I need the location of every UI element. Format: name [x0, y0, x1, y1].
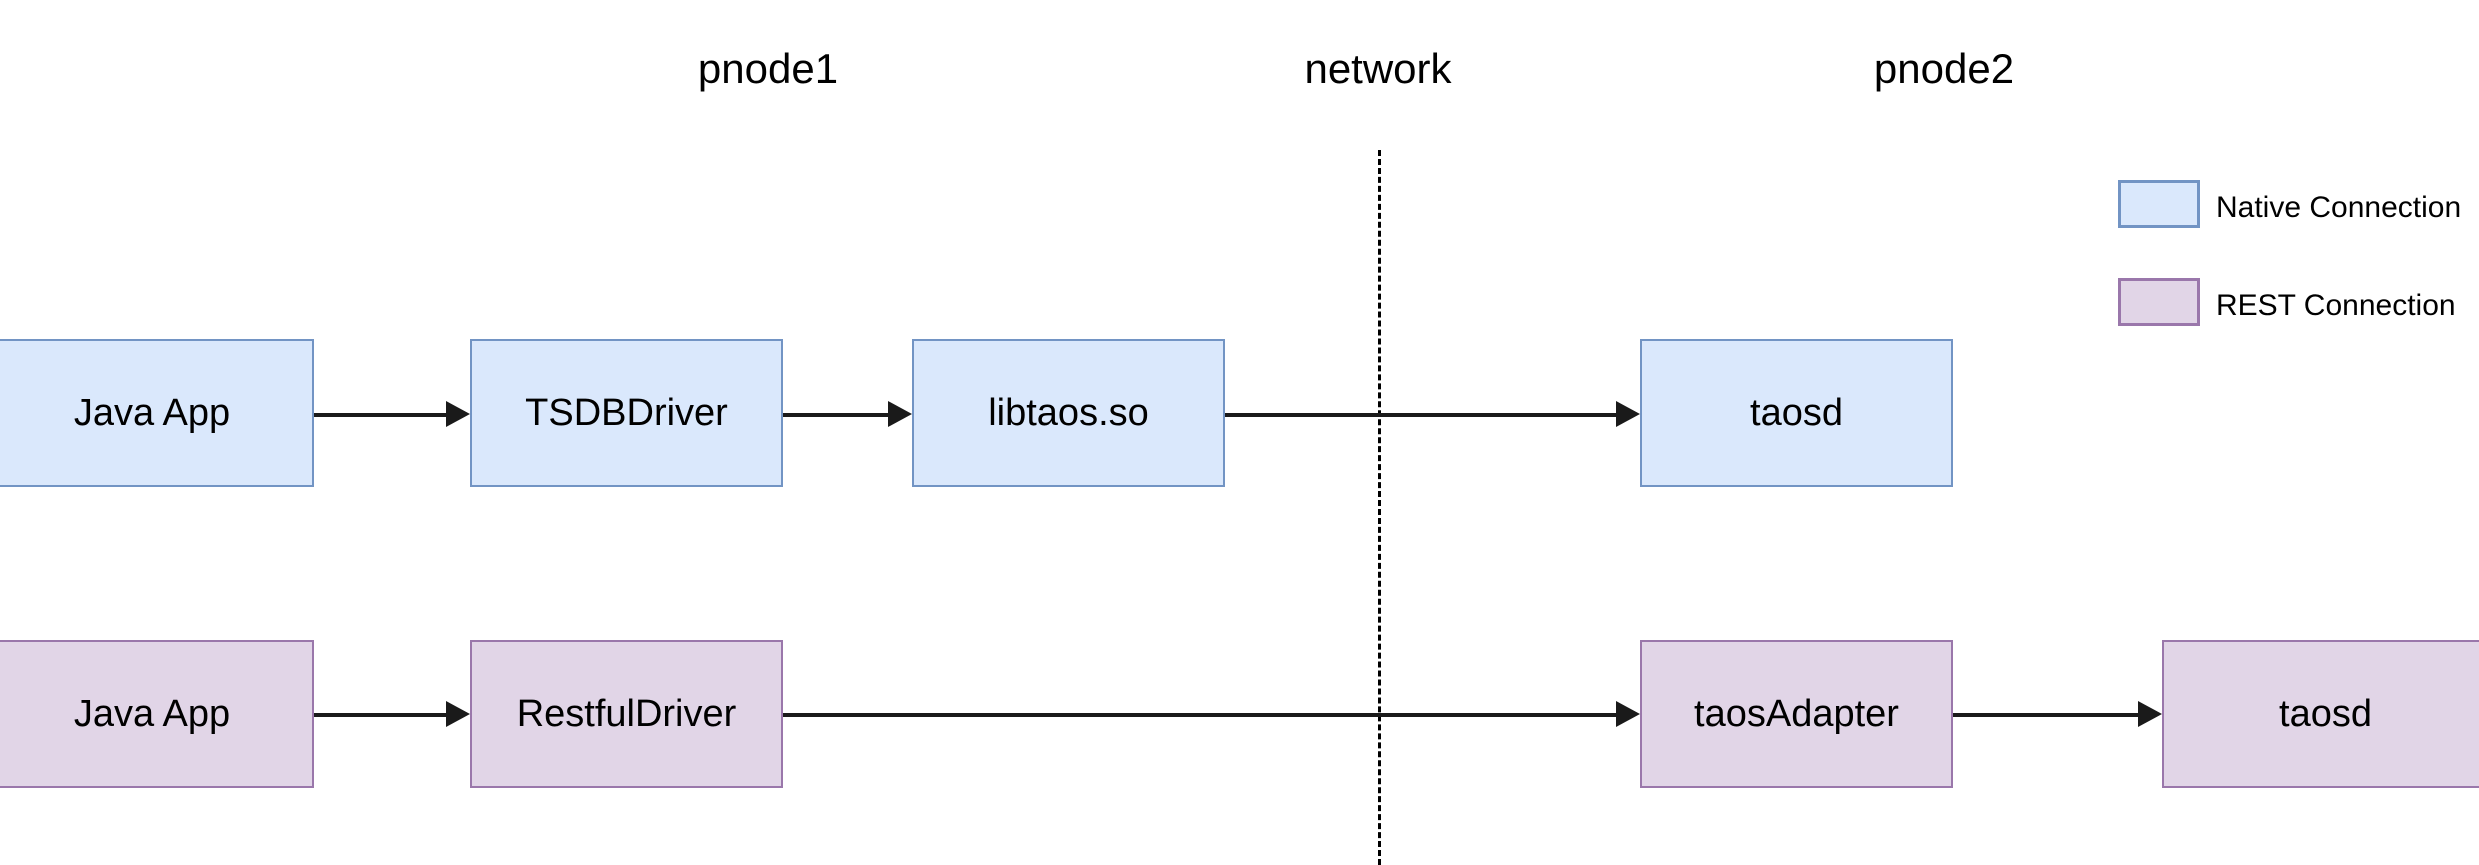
arrowhead-libtaos-to-taosd	[1616, 401, 1640, 427]
arrowhead-restfuldriver-to-taosadapter	[1616, 701, 1640, 727]
column-header-pnode2: pnode2	[1873, 45, 2015, 92]
node-taosd-rest[interactable]: taosd	[2162, 640, 2479, 788]
edge-javaapp-to-tsdbdriver	[314, 413, 448, 417]
legend-swatch-rest-connection	[2118, 278, 2200, 326]
node-java-app-native[interactable]: Java App	[0, 339, 314, 487]
edge-tsdbdriver-to-libtaos	[783, 413, 890, 417]
arrowhead-tsdbdriver-to-libtaos	[888, 401, 912, 427]
column-header-network: network	[1304, 45, 1452, 92]
node-restfuldriver[interactable]: RestfulDriver	[470, 640, 783, 788]
arrowhead-javaapp-to-tsdbdriver	[446, 401, 470, 427]
node-java-app-rest[interactable]: Java App	[0, 640, 314, 788]
node-libtaos-so[interactable]: libtaos.so	[912, 339, 1225, 487]
column-header-pnode1: pnode1	[697, 45, 839, 92]
node-taosd-native[interactable]: taosd	[1640, 339, 1953, 487]
arrowhead-taosadapter-to-taosd	[2138, 701, 2162, 727]
arrowhead-javaapp-to-restfuldriver	[446, 701, 470, 727]
node-taosadapter[interactable]: taosAdapter	[1640, 640, 1953, 788]
edge-javaapp-to-restfuldriver	[314, 713, 448, 717]
network-divider	[1378, 150, 1381, 865]
legend-label-rest-connection: REST Connection	[2216, 289, 2456, 322]
legend-label-native-connection: Native Connection	[2216, 191, 2462, 224]
edge-libtaos-to-taosd	[1225, 413, 1618, 417]
edge-restfuldriver-to-taosadapter	[783, 713, 1618, 717]
legend-swatch-native-connection	[2118, 180, 2200, 228]
edge-taosadapter-to-taosd	[1953, 713, 2140, 717]
node-tsdbdriver[interactable]: TSDBDriver	[470, 339, 783, 487]
